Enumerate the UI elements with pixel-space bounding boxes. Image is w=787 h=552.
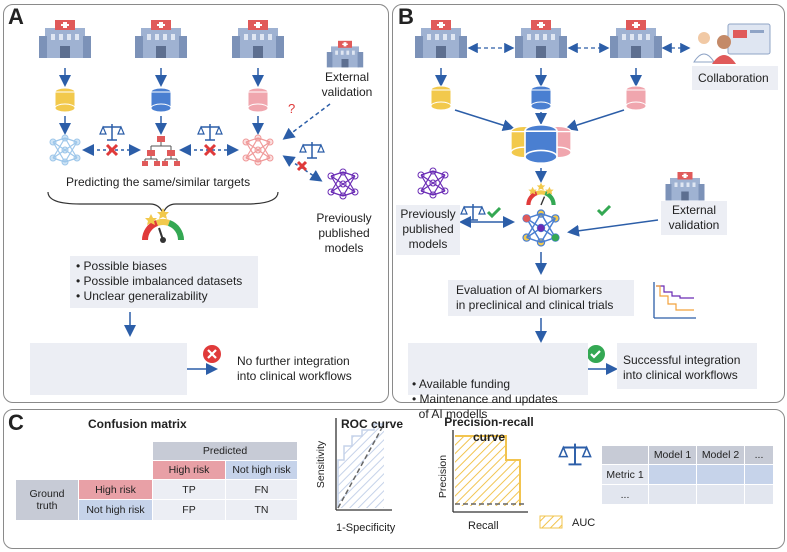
success-icon [587, 345, 605, 363]
auc-legend: AUC [572, 517, 596, 529]
question-mark: ? [288, 101, 296, 116]
hospital-icon [39, 20, 91, 58]
database-icon [54, 87, 76, 113]
pred-high-risk: High risk [153, 461, 225, 479]
biases-box [70, 256, 258, 308]
hospital-icon [515, 20, 567, 58]
panel-b-label: B [398, 4, 414, 29]
cross-icon [203, 143, 217, 157]
panel-a-label: A [8, 4, 24, 29]
table-cell [697, 465, 744, 484]
gauge-icon [141, 208, 185, 243]
roc-chart [335, 418, 392, 511]
hospital-icon [610, 20, 662, 58]
cell-tn: TN [226, 500, 297, 520]
funding-list: • Available funding• Maintenance and upd… [412, 377, 558, 421]
database-icon [247, 87, 269, 113]
neural-network-icon [417, 167, 449, 199]
cell-fp: FP [153, 500, 225, 520]
database-icon [430, 85, 452, 111]
table-row-label: ... [602, 485, 648, 504]
table-cell [649, 465, 696, 484]
roc-xlabel: 1-Specificity [336, 522, 396, 534]
external-validation-box-b [661, 201, 727, 235]
decision-tree-icon [142, 136, 180, 166]
pr-ylabel: Precision [437, 454, 450, 499]
check-icon [486, 206, 502, 219]
table-row-label: Metric 1 [602, 465, 648, 484]
roc-title: ROC curve [341, 417, 404, 431]
pr-chart [452, 430, 563, 529]
database-icon [625, 85, 647, 111]
hospital-icon [326, 40, 364, 68]
confusion-matrix-title: Confusion matrix [88, 417, 187, 431]
table-header-model1: Model 1 [649, 446, 696, 464]
cross-icon [296, 160, 308, 172]
panel-c-label: C [8, 410, 24, 435]
scale-icon [299, 141, 325, 159]
table-header-model2: Model 2 [697, 446, 744, 464]
scale-icon [99, 123, 125, 141]
cell-tp: TP [153, 480, 225, 499]
table-cell [649, 485, 696, 504]
database-icon [530, 85, 552, 111]
neural-network-icon [242, 134, 274, 166]
table-cell [745, 465, 773, 484]
hospital-icon [415, 20, 467, 58]
neural-network-icon [522, 209, 560, 247]
error-icon [203, 345, 221, 363]
funding-box [408, 343, 588, 395]
empty-box [30, 343, 187, 395]
success-box [617, 343, 757, 389]
scale-icon [558, 442, 592, 466]
cross-icon [105, 143, 119, 157]
true-high-risk: High risk [79, 480, 152, 499]
check-icon [596, 204, 612, 217]
hospital-icon [135, 20, 187, 58]
predicting-text: Predicting the same/similar targets [66, 175, 251, 189]
roc-ylabel: Sensitivity [315, 440, 328, 489]
hospital-icon [232, 20, 284, 58]
table-cell [745, 485, 773, 504]
collaboration-box [692, 66, 778, 90]
cell-fn: FN [226, 480, 297, 499]
pred-not-high-risk: Not high risk [226, 461, 297, 479]
neural-network-icon [327, 168, 359, 200]
collaboration-label: Collaboration [698, 71, 769, 85]
pr-xlabel: Recall [468, 520, 499, 532]
table-header-more: ... [745, 446, 773, 464]
combined-database-icon [510, 124, 572, 164]
database-icon [150, 87, 172, 113]
evaluation-box [448, 280, 634, 316]
true-not-high-risk: Not high risk [79, 500, 152, 520]
neural-network-icon [49, 134, 81, 166]
doctors-icon [693, 23, 771, 64]
hospital-icon [665, 172, 705, 201]
gauge-icon [526, 182, 556, 206]
survival-curve-icon [653, 282, 696, 319]
table-cell [697, 485, 744, 504]
previously-published-box-b [396, 205, 460, 255]
scale-icon [460, 203, 486, 221]
predicted-header: Predicted [153, 442, 297, 460]
biases-list: • Possible biases• Possible imbalanced d… [76, 259, 243, 303]
table-corner [602, 446, 648, 464]
scale-icon [197, 123, 223, 141]
